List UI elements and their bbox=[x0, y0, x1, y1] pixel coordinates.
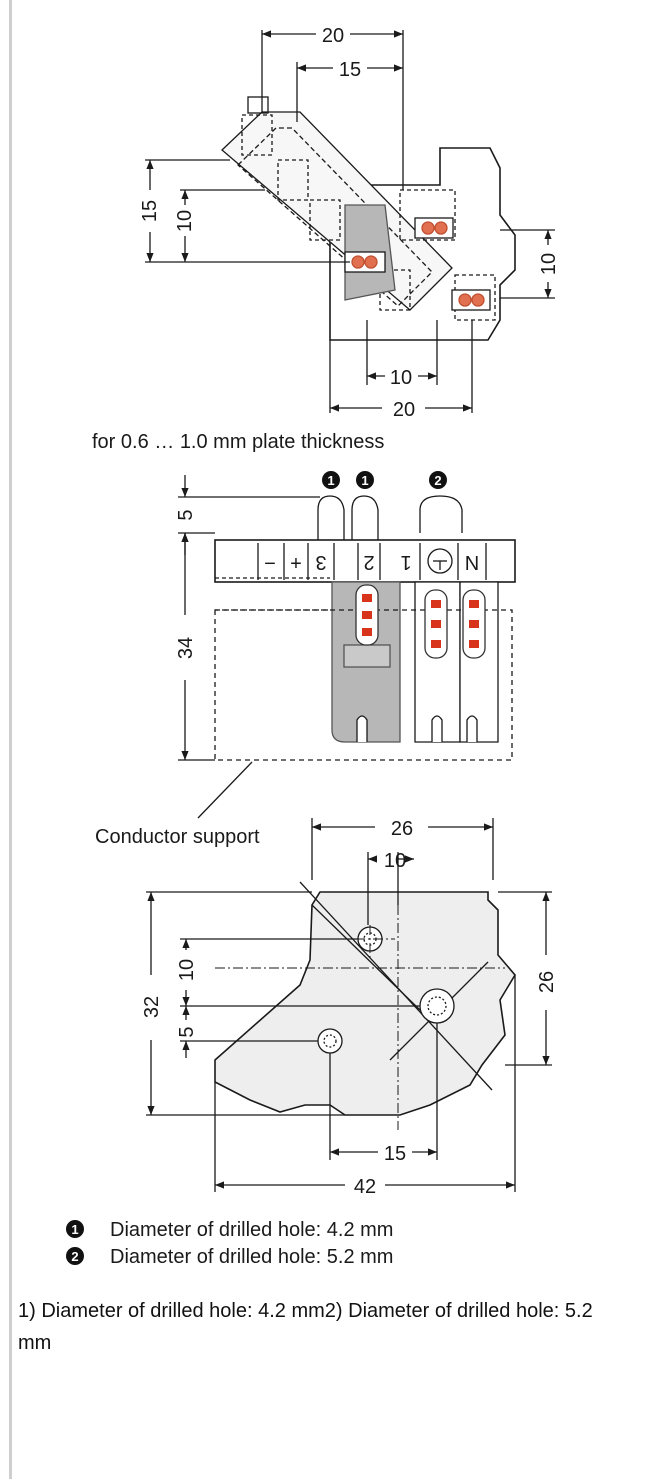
technical-drawing: 20 15 15 10 10 10 20 for 0.6 … 1.0 mm pl… bbox=[66, 25, 560, 1268]
view3-dim-top-26: 26 bbox=[391, 818, 413, 840]
legend-text-2: Diameter of drilled hole: 5.2 mm bbox=[110, 1246, 393, 1268]
view1-dim-top-20: 20 bbox=[322, 25, 344, 47]
view3-dimension-lines bbox=[147, 823, 550, 1189]
legend: 1 Diameter of drilled hole: 4.2 mm 2 Dia… bbox=[66, 1219, 393, 1268]
view3-dim-bottom-15: 15 bbox=[384, 1143, 406, 1165]
view3-dim-left-5: 5 bbox=[176, 1026, 198, 1037]
view3-dim-left-32: 32 bbox=[141, 996, 163, 1018]
view1-dimension-lines bbox=[146, 30, 552, 412]
view1-dim-right-10: 10 bbox=[538, 253, 560, 275]
conductor-support-label: Conductor support bbox=[95, 826, 260, 848]
marker-1b: 1 bbox=[361, 473, 368, 488]
legend-marker-2: 2 bbox=[71, 1249, 78, 1264]
terminal-label-n: N bbox=[465, 553, 479, 575]
legend-marker-1: 1 bbox=[71, 1222, 78, 1237]
view1-dim-bottom-10: 10 bbox=[390, 367, 412, 389]
terminal-labels: − + 3 2 1 N bbox=[264, 551, 479, 575]
terminal-label-3: 3 bbox=[315, 551, 326, 573]
plate-thickness-caption: for 0.6 … 1.0 mm plate thickness bbox=[92, 431, 384, 453]
view2-dim-5: 5 bbox=[175, 509, 197, 520]
terminal-label-2: 2 bbox=[363, 551, 374, 573]
terminal-label-minus: − bbox=[264, 553, 276, 575]
terminal-label-plus: + bbox=[290, 553, 302, 575]
view3-dim-right-26: 26 bbox=[536, 971, 558, 993]
left-border-bar bbox=[9, 0, 12, 1479]
view1-dim-left-15: 15 bbox=[139, 200, 161, 222]
view1-dim-top-15: 15 bbox=[339, 59, 361, 81]
view3-drilling-view bbox=[146, 818, 552, 1192]
view2-dim-34: 34 bbox=[175, 637, 197, 659]
view2-markers: 1 1 2 bbox=[322, 471, 447, 489]
terminal-label-1: 1 bbox=[400, 551, 411, 573]
legend-text-1: Diameter of drilled hole: 4.2 mm bbox=[110, 1219, 393, 1241]
view2-side-view bbox=[178, 495, 516, 819]
view1-top-view bbox=[145, 30, 555, 413]
view1-dim-bottom-20: 20 bbox=[393, 399, 415, 421]
view3-dim-top-10: 10 bbox=[384, 850, 406, 872]
marker-2: 2 bbox=[434, 473, 441, 488]
marker-1a: 1 bbox=[327, 473, 334, 488]
view3-dim-left-10: 10 bbox=[176, 959, 198, 981]
view3-dim-bottom-42: 42 bbox=[354, 1176, 376, 1198]
footnote-text: 1) Diameter of drilled hole: 4.2 mm2) Di… bbox=[18, 1300, 593, 1354]
view1-dim-left-10: 10 bbox=[174, 210, 196, 232]
